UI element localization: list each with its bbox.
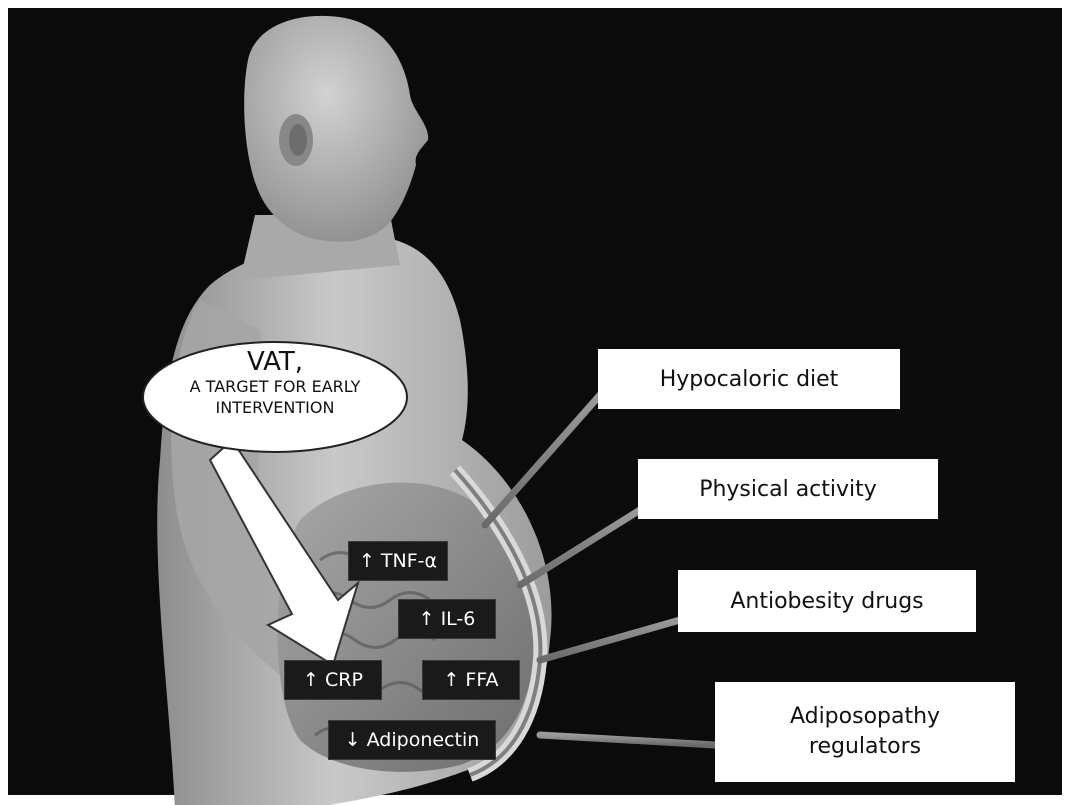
intervention-regulators: Adiposopathy regulators (715, 682, 1015, 782)
intervention-regulators-line2: regulators (809, 732, 921, 762)
intervention-activity: Physical activity (638, 459, 938, 519)
intervention-regulators-line1: Adiposopathy (790, 702, 940, 732)
marker-tnf: ↑ TNF-α (348, 541, 448, 581)
marker-il6: ↑ IL-6 (398, 599, 496, 639)
intervention-drugs: Antiobesity drugs (678, 570, 976, 632)
callout: VAT, A TARGET FOR EARLY INTERVENTION (150, 345, 400, 445)
callout-subtitle: A TARGET FOR EARLY INTERVENTION (150, 376, 400, 418)
head-shape (244, 16, 428, 242)
marker-ffa: ↑ FFA (422, 660, 520, 700)
callout-subtitle-line1: A TARGET FOR EARLY (190, 377, 361, 396)
callout-subtitle-line2: INTERVENTION (216, 398, 335, 417)
intervention-drugs-label: Antiobesity drugs (730, 589, 923, 614)
callout-title: VAT, (150, 349, 400, 376)
intervention-activity-label: Physical activity (699, 477, 877, 502)
marker-adiponectin: ↓ Adiponectin (328, 720, 496, 760)
intervention-diet-label: Hypocaloric diet (660, 367, 839, 392)
marker-crp: ↑ CRP (284, 660, 382, 700)
intervention-diet: Hypocaloric diet (598, 349, 900, 409)
